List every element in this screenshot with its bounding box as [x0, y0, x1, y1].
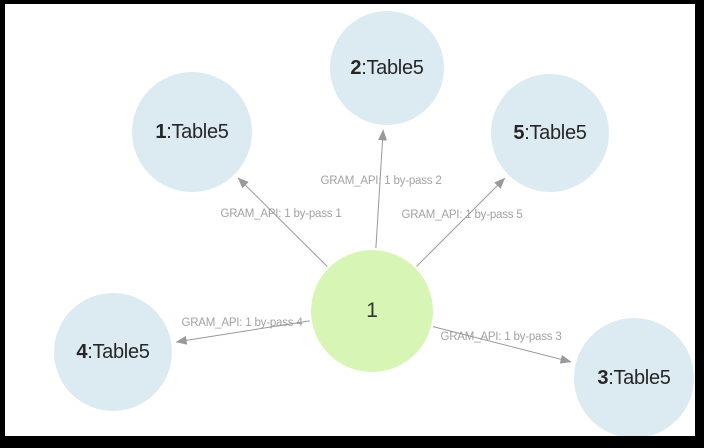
node-label: 1:Table5 — [155, 120, 229, 143]
node-label: 2:Table5 — [350, 56, 424, 79]
graph-node-4-table5[interactable]: 4:Table5 — [54, 293, 172, 411]
graph-edge-line — [416, 177, 506, 267]
graph-edge-line — [375, 129, 388, 249]
node-label: 1 — [366, 299, 378, 322]
graph-node-2-table5[interactable]: 2:Table5 — [330, 11, 444, 125]
edge-label: GRAM_API: 1 by-pass 2 — [320, 175, 441, 187]
graph-edge-line — [432, 326, 572, 364]
graph-node-5-table5[interactable]: 5:Table5 — [491, 74, 609, 192]
graph-edge-line — [175, 320, 310, 345]
graph-node-3-table5[interactable]: 3:Table5 — [574, 318, 694, 438]
graph-node-1-table5[interactable]: 1:Table5 — [132, 72, 252, 192]
node-label: 4:Table5 — [76, 340, 150, 363]
edge-label: GRAM_API: 1 by-pass 5 — [401, 209, 522, 221]
node-label: 3:Table5 — [597, 366, 671, 389]
edge-label: GRAM_API: 1 by-pass 1 — [220, 208, 341, 220]
graph-node-center[interactable]: 1 — [311, 250, 433, 372]
node-label: 5:Table5 — [513, 121, 587, 144]
edge-label: GRAM_API: 1 by-pass 3 — [440, 331, 561, 343]
graph-edge-line — [237, 177, 328, 267]
edge-label: GRAM_API: 1 by-pass 4 — [181, 317, 303, 329]
